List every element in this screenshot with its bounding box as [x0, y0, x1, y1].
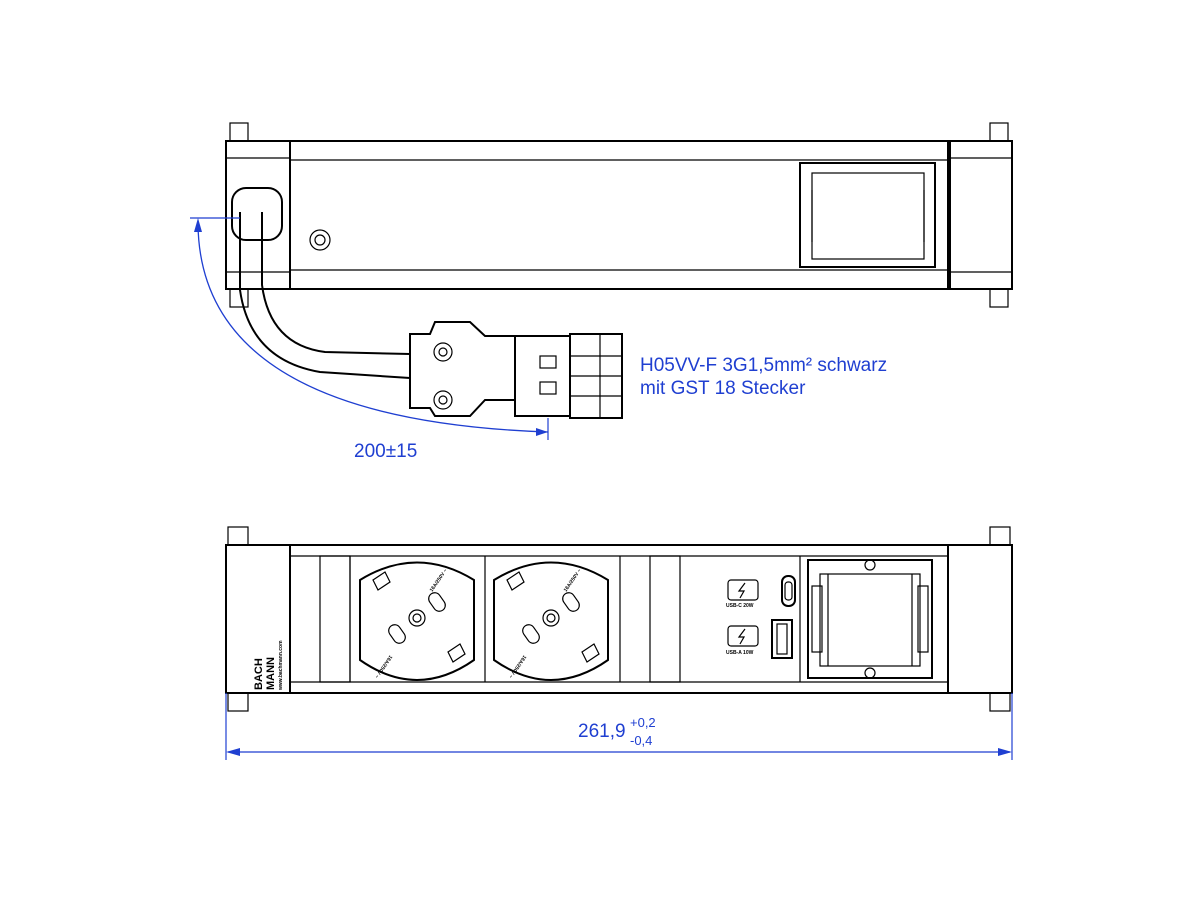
left-end-cap	[225, 122, 291, 308]
lightning-bolt-icon	[737, 582, 746, 599]
usb-a-label: USB-A 10W	[726, 650, 754, 656]
cable-length-label: 200±15	[354, 441, 417, 462]
screw-hole	[309, 229, 331, 251]
usb-a-port: USB-A 10W	[726, 619, 793, 659]
socket-1-rating-a: 16A/250V ~	[429, 568, 449, 593]
schuko-socket-1: 16A/250V ~ 16A/250V ~	[359, 561, 475, 681]
cable-spec-line-2: mit GST 18 Stecker	[640, 378, 806, 399]
usb-c-port: USB-C 20W	[726, 575, 796, 609]
lightning-bolt-icon	[737, 628, 746, 645]
usb-charger-module: USB-C 20W USB-A 10W	[726, 575, 796, 659]
width-tolerance-upper: +0,2	[630, 715, 656, 730]
cable	[239, 212, 411, 379]
width-value: 261,9	[578, 721, 626, 742]
right-end-cap	[947, 122, 1013, 308]
usb-c-label: USB-C 20W	[726, 603, 754, 609]
front-profile-body	[289, 544, 949, 694]
gst18-plug	[409, 321, 623, 419]
brand-url: www.bachmann.com	[278, 640, 284, 691]
width-tolerance-lower: -0,4	[630, 733, 652, 748]
brand-logo: BACH MANN www.bachmann.com	[253, 640, 284, 691]
top-view: 200±15 H05VV-F 3G1,5mm² schwarz mit GST …	[190, 122, 1013, 462]
brand-line-2: MANN	[265, 657, 277, 690]
brand-line-1: BACH	[253, 658, 265, 690]
front-view: BACH MANN www.bachmann.com 16A/250V ~ 16…	[225, 526, 1013, 760]
schuko-socket-2: 16A/250V ~ 16A/250V ~	[493, 561, 609, 681]
socket-2-rating-a: 16A/250V ~	[563, 568, 583, 593]
width-dimension: 261,9 +0,2 -0,4	[225, 693, 1013, 760]
top-module-frame	[799, 162, 936, 268]
front-module-frame	[807, 559, 933, 679]
cable-length-dimension: 200±15	[190, 217, 549, 462]
front-right-end-cap	[947, 526, 1013, 712]
top-profile-body	[289, 140, 951, 290]
cable-spec-line-1: H05VV-F 3G1,5mm² schwarz	[640, 355, 887, 376]
